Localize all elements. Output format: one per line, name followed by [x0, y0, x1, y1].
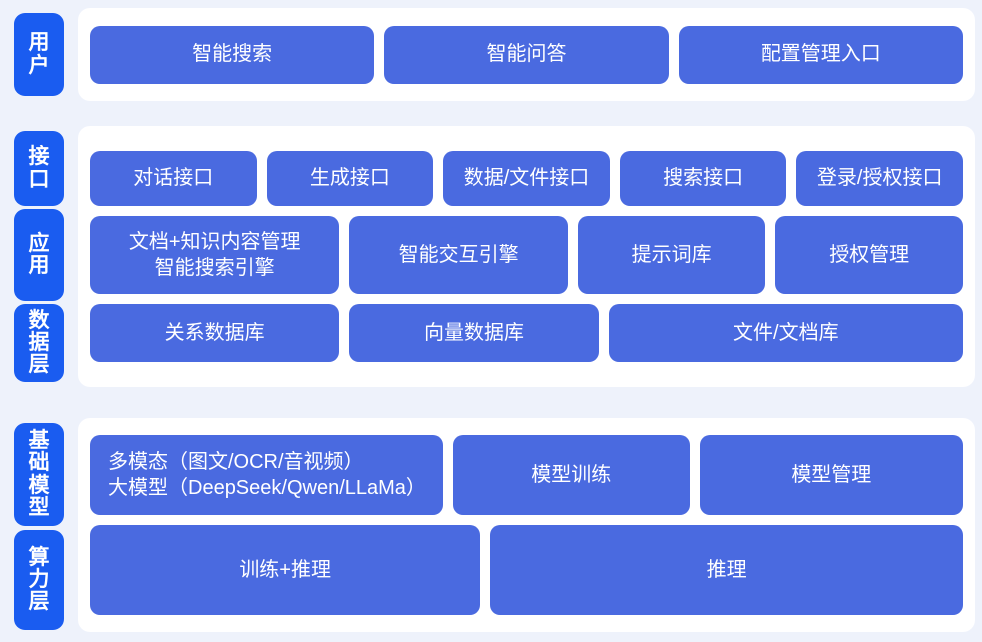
box-prompt-library[interactable]: 提示词库	[577, 216, 766, 294]
group-platform-panel: 对话接口 生成接口 数据/文件接口 搜索接口 登录/授权接口 文档+知识内容管理…	[78, 126, 975, 387]
row-interface: 对话接口 生成接口 数据/文件接口 搜索接口 登录/授权接口	[90, 151, 963, 206]
tab-application-label: 应用	[28, 231, 50, 277]
tab-data-layer[interactable]: 数据层	[14, 304, 64, 382]
tab-interface[interactable]: 接口	[14, 131, 64, 206]
box-multimodal-llm[interactable]: 多模态（图文/OCR/音视频） 大模型（DeepSeek/Qwen/LLaMa）	[90, 435, 443, 515]
group-user-panel: 智能搜索 智能问答 配置管理入口	[78, 8, 975, 101]
box-vector-db[interactable]: 向量数据库	[349, 304, 599, 362]
box-authorization-management[interactable]: 授权管理	[775, 216, 963, 294]
tab-compute-layer-label: 算力层	[28, 545, 50, 614]
row-user: 智能搜索 智能问答 配置管理入口	[90, 25, 963, 84]
group-infrastructure-panel: 多模态（图文/OCR/音视频） 大模型（DeepSeek/Qwen/LLaMa）…	[78, 418, 975, 632]
box-file-doc-store[interactable]: 文件/文档库	[608, 304, 963, 362]
box-login-auth-api[interactable]: 登录/授权接口	[796, 151, 963, 206]
box-model-training[interactable]: 模型训练	[452, 435, 690, 515]
tab-interface-label: 接口	[28, 145, 50, 191]
box-search-api[interactable]: 搜索接口	[619, 151, 787, 206]
box-generation-api[interactable]: 生成接口	[266, 151, 434, 206]
row-foundation-model: 多模态（图文/OCR/音视频） 大模型（DeepSeek/Qwen/LLaMa）…	[90, 435, 963, 515]
tab-foundation-model-label: 基础模型	[28, 429, 50, 519]
row-data-layer: 关系数据库 向量数据库 文件/文档库	[90, 304, 963, 362]
box-intelligent-qa[interactable]: 智能问答	[384, 25, 669, 84]
box-config-management-entry[interactable]: 配置管理入口	[678, 25, 963, 84]
tab-user-label: 用户	[28, 31, 50, 77]
box-doc-knowledge-management[interactable]: 文档+知识内容管理 智能搜索引擎	[90, 216, 340, 294]
tab-application[interactable]: 应用	[14, 209, 64, 301]
box-training-inference[interactable]: 训练+推理	[90, 525, 481, 615]
tab-foundation-model[interactable]: 基础模型	[14, 423, 64, 526]
row-application: 文档+知识内容管理 智能搜索引擎 智能交互引擎 提示词库 授权管理	[90, 216, 963, 294]
box-inference[interactable]: 推理	[490, 525, 963, 615]
tab-user[interactable]: 用户	[14, 13, 64, 96]
box-model-management[interactable]: 模型管理	[699, 435, 963, 515]
box-intelligent-search[interactable]: 智能搜索	[90, 25, 375, 84]
box-data-file-api[interactable]: 数据/文件接口	[443, 151, 610, 206]
tab-compute-layer[interactable]: 算力层	[14, 530, 64, 630]
box-interaction-engine[interactable]: 智能交互引擎	[349, 216, 568, 294]
row-compute-layer: 训练+推理 推理	[90, 525, 963, 615]
box-relational-db[interactable]: 关系数据库	[90, 304, 340, 362]
tab-data-layer-label: 数据层	[28, 308, 50, 377]
box-dialog-api[interactable]: 对话接口	[90, 151, 257, 206]
